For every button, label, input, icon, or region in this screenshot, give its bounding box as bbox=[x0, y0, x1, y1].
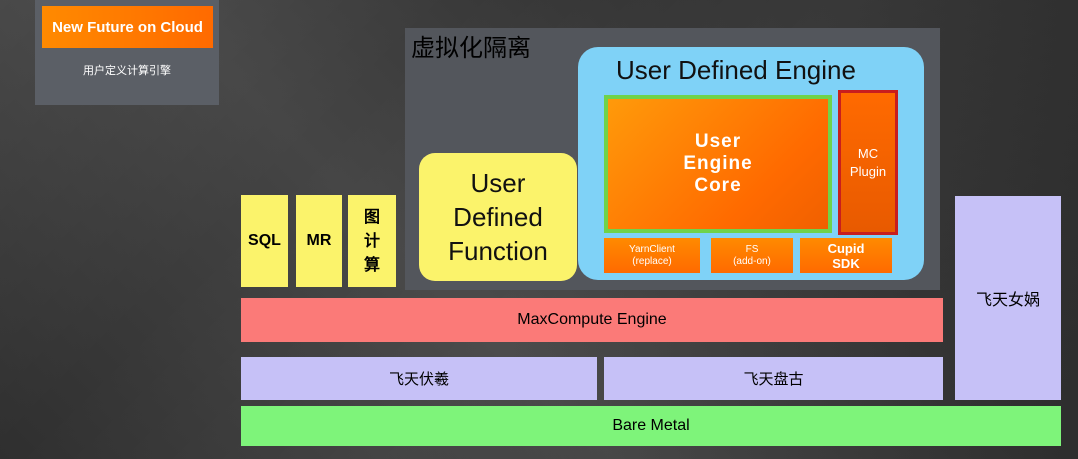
udf-line-2: Defined bbox=[453, 202, 543, 232]
yarn-line-2: (replace) bbox=[632, 255, 672, 267]
feitian-nuwa-layer: 飞天女娲 bbox=[955, 196, 1061, 400]
sql-block: SQL bbox=[241, 195, 288, 287]
yarn-line-1: YarnClient bbox=[629, 243, 675, 255]
udf-line-3: Function bbox=[448, 236, 548, 266]
feitian-pangu-layer: 飞天盘古 bbox=[604, 357, 943, 400]
title-subtitle: 用户定义计算引擎 bbox=[83, 64, 171, 77]
graph-char-1: 图 bbox=[363, 207, 380, 226]
mc-plugin-block: MC Plugin bbox=[838, 90, 898, 235]
virtualization-label: 虚拟化隔离 bbox=[411, 34, 531, 62]
title-banner: New Future on Cloud bbox=[42, 6, 213, 48]
mc-plugin-line-1: MC bbox=[857, 145, 879, 161]
udf-line-1: User bbox=[470, 168, 526, 198]
user-defined-function-block: User Defined Function bbox=[419, 153, 577, 281]
bare-metal-layer: Bare Metal bbox=[241, 406, 1061, 446]
mr-block: MR bbox=[296, 195, 342, 287]
feitian-fuxi-layer: 飞天伏羲 bbox=[241, 357, 597, 400]
cupid-sdk-block: Cupid SDK bbox=[800, 238, 892, 273]
cupid-line-1: Cupid bbox=[827, 240, 865, 256]
user-defined-engine-title: User Defined Engine bbox=[616, 55, 856, 85]
title-card: New Future on Cloud 用户定义计算引擎 bbox=[35, 0, 219, 105]
core-line-1: User bbox=[694, 131, 742, 152]
graph-char-3: 算 bbox=[363, 255, 380, 274]
core-line-2: Engine bbox=[683, 153, 753, 174]
core-line-3: Core bbox=[694, 175, 742, 196]
graph-char-2: 计 bbox=[363, 231, 380, 250]
cupid-line-2: SDK bbox=[832, 255, 860, 271]
yarn-client-block: YarnClient (replace) bbox=[604, 238, 700, 273]
maxcompute-engine-layer: MaxCompute Engine bbox=[241, 298, 943, 342]
mc-plugin-line-2: Plugin bbox=[849, 163, 887, 179]
fs-block: FS (add-on) bbox=[711, 238, 793, 273]
fs-line-1: FS bbox=[745, 243, 759, 255]
user-engine-core-block: User Engine Core bbox=[604, 95, 832, 233]
graph-compute-block: 图 计 算 bbox=[348, 195, 396, 287]
fs-line-2: (add-on) bbox=[733, 255, 771, 267]
